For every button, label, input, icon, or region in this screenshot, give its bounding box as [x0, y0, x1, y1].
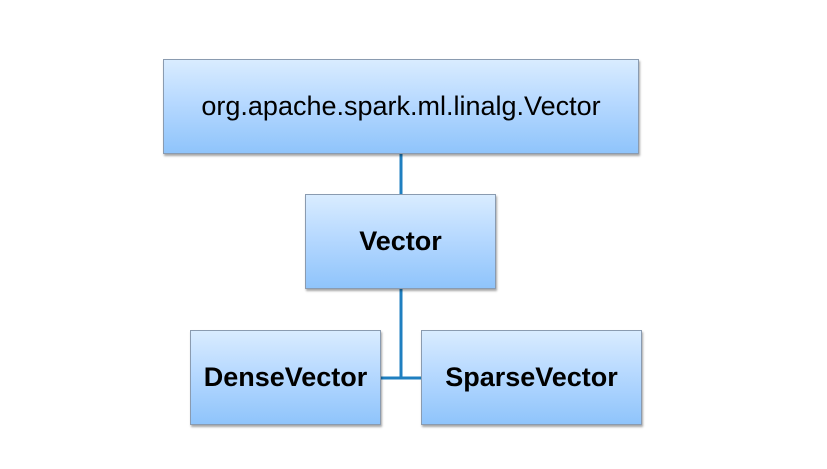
node-dense-vector: DenseVector: [190, 330, 381, 425]
node-label: DenseVector: [203, 362, 368, 392]
node-org-apache-spark-ml-linalg-vector: org.apache.spark.ml.linalg.Vector: [163, 59, 639, 154]
node-vector: Vector: [305, 194, 496, 289]
node-sparse-vector: SparseVector: [421, 330, 642, 425]
node-label: org.apache.spark.ml.linalg.Vector: [201, 91, 601, 121]
node-label: Vector: [359, 226, 442, 256]
node-label: SparseVector: [445, 362, 618, 392]
